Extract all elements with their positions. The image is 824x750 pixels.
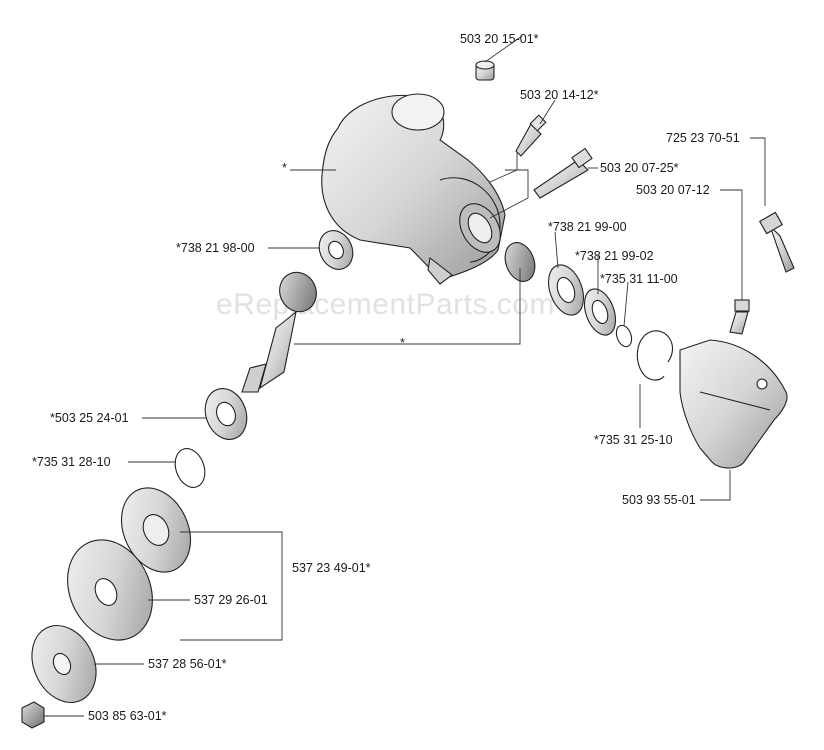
label-guard-screw: 503 20 07-12 [636,183,710,197]
lower-bearing[interactable] [198,383,253,446]
label-small-circlip: *735 31 11-00 [600,272,678,286]
label-mid-bearing: *738 21 99-00 [548,220,627,234]
watermark: eReplacementParts.com [216,288,555,321]
cup-plate[interactable] [52,526,168,654]
support-cup[interactable] [20,615,108,713]
lower-circlip[interactable] [170,444,210,491]
mid-bearing[interactable] [542,260,590,320]
label-lower-bearing: *503 25 24-01 [50,411,129,425]
label-bearing-washer: *738 21 99-02 [575,249,654,263]
label-right-circlip: *735 31 25-10 [594,433,673,447]
drive-plate[interactable] [108,477,203,584]
label-housing: * [282,161,287,175]
bearing-washer[interactable] [579,285,622,340]
label-cap-plug: 503 20 15-01* [460,32,539,46]
label-nut: 503 85 63-01* [88,709,167,723]
pinion-gear-shaft[interactable] [241,266,323,393]
label-kit: 537 23 49-01* [292,561,371,575]
small-circlip[interactable] [614,323,635,348]
long-bolt[interactable] [533,147,593,199]
label-cup-plate: 537 29 26-01 [194,593,268,607]
guard[interactable] [679,339,788,469]
upper-bearing[interactable] [313,225,359,275]
guard-screw[interactable] [729,299,750,335]
label-long-bolt: 503 20 07-25* [600,161,679,175]
nut[interactable] [21,701,45,729]
label-lower-circlip: *735 31 28-10 [32,455,111,469]
label-hex-bolt: 725 23 70-51 [666,131,740,145]
leader-lines [44,35,766,717]
cap-plug[interactable] [475,60,495,81]
label-support-cup: 537 28 56-01* [148,657,227,671]
hex-bolt[interactable] [758,211,795,273]
label-small-screw: 503 20 14-12* [520,88,599,102]
bevel-gear[interactable] [500,238,540,285]
gearbox-housing[interactable] [321,93,509,285]
label-gear-set: * [400,336,405,350]
small-screw[interactable] [515,114,547,157]
label-upper-bearing: *738 21 98-00 [176,241,255,255]
label-guard: 503 93 55-01 [622,493,696,507]
right-circlip[interactable] [636,330,674,381]
